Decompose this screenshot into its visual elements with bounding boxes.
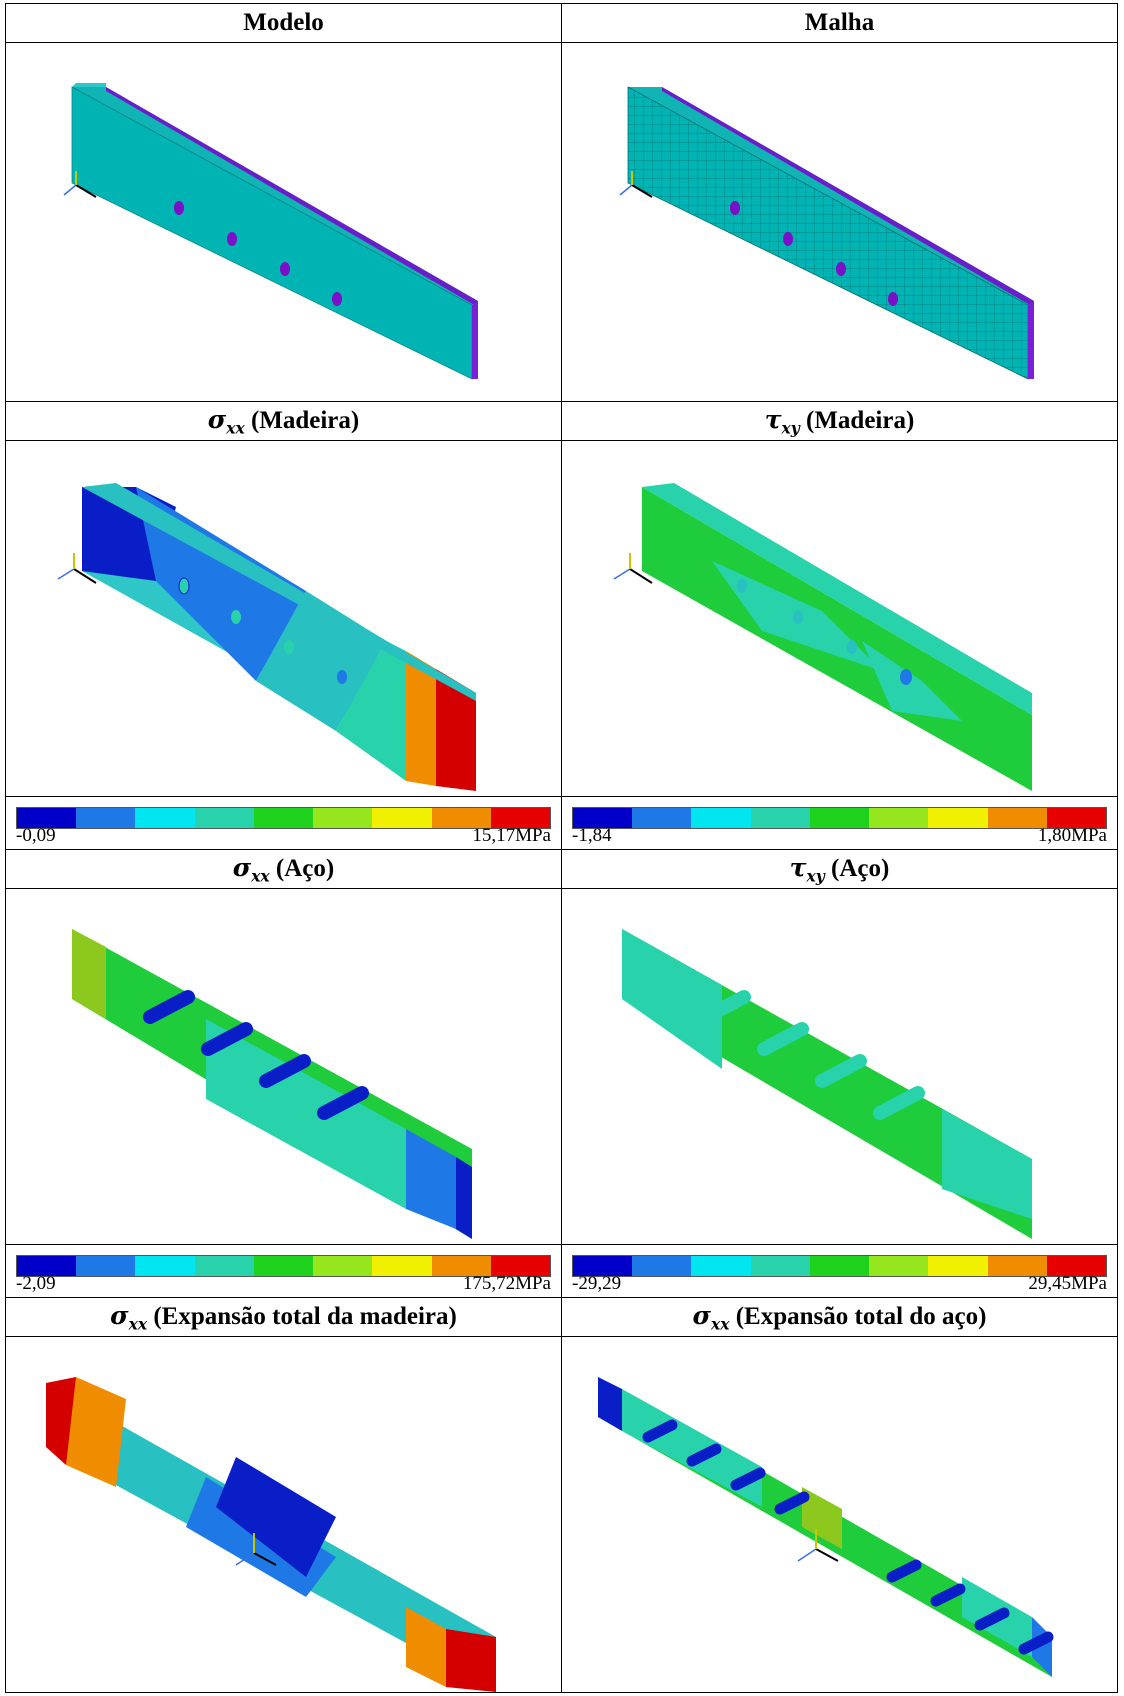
sxx-aco-image-cell	[5, 888, 562, 1245]
colorbar-segment	[313, 808, 373, 828]
legend-min: -29,29	[572, 1273, 622, 1294]
colorbar-segment	[490, 1256, 550, 1276]
header-txy-aco: τxy (Aço)	[561, 849, 1118, 889]
steel-bars	[143, 990, 369, 1120]
sxx-exp-aco-render	[598, 1377, 1054, 1677]
header-modelo: Modelo	[5, 3, 562, 43]
colorbar-segment	[135, 1256, 195, 1276]
colorbar-segment	[750, 1256, 810, 1276]
legend-max: 1,80MPa	[1037, 825, 1107, 846]
colorbar-segment	[17, 1256, 77, 1276]
colorbar-segment	[372, 808, 432, 828]
axis-triad-icon	[797, 1529, 839, 1562]
legend-max: 15,17MPa	[472, 825, 551, 846]
mesh-render	[619, 86, 1034, 380]
legend-max: 175,72MPa	[462, 1273, 551, 1294]
colorbar-segment	[313, 1256, 373, 1276]
sxx-aco-render	[72, 929, 472, 1239]
sxx-exp-aco-image-cell	[561, 1336, 1118, 1693]
axis-triad-icon	[235, 1533, 277, 1566]
colorbar-segment	[691, 808, 751, 828]
colorbar-segment	[691, 1256, 751, 1276]
colorbar-segment	[928, 808, 988, 828]
legend-sxx-aco: -2,09 175,72MPa	[5, 1244, 562, 1298]
colorbar-segment	[987, 808, 1047, 828]
mesh-image-cell	[561, 42, 1118, 402]
sxx-exp-madeira-image-cell	[5, 1336, 562, 1693]
colorbar-segment	[194, 1256, 254, 1276]
colorbar-segment	[490, 808, 550, 828]
axis-triad-icon	[619, 171, 653, 198]
colorbar-segment	[750, 808, 810, 828]
header-sxx-aco: σxx (Aço)	[5, 849, 562, 889]
header-txy-madeira: τxy (Madeira)	[561, 401, 1118, 441]
colorbar-segment	[431, 1256, 491, 1276]
colorbar-segment	[809, 808, 870, 828]
colorbar-segment	[135, 808, 195, 828]
legend-min: -1,84	[572, 825, 612, 846]
colorbar-segment	[253, 808, 314, 828]
axis-triad-icon	[613, 553, 653, 584]
colorbar-segment	[869, 1256, 929, 1276]
steel-bars	[699, 990, 925, 1120]
sxx-madeira-render	[57, 483, 476, 791]
txy-aco-render	[622, 929, 1032, 1239]
colorbar	[572, 1255, 1107, 1277]
steel-bars	[642, 1419, 1054, 1655]
txy-madeira-render	[613, 483, 1032, 791]
colorbar-segment	[17, 808, 77, 828]
colorbar-segment	[76, 1256, 136, 1276]
sxx-exp-madeira-render	[46, 1377, 496, 1692]
header-sxx-madeira: σxx (Madeira)	[5, 401, 562, 441]
colorbar-segment	[928, 1256, 988, 1276]
colorbar-segment	[76, 808, 136, 828]
header-sxx-expansao-madeira: σxx (Expansão total da madeira)	[5, 1297, 562, 1337]
colorbar-segment	[632, 808, 692, 828]
colorbar-segment	[573, 1256, 633, 1276]
colorbar-segment	[1046, 808, 1106, 828]
colorbar-segment	[372, 1256, 432, 1276]
header-sxx-expansao-aco: σxx (Expansão total do aço)	[561, 1297, 1118, 1337]
legend-txy-aco: -29,29 29,45MPa	[561, 1244, 1118, 1298]
results-figure-table: Modelo Malha	[5, 3, 1118, 1693]
legend-txy-madeira: -1,84 1,80MPa	[561, 796, 1118, 850]
model-render	[63, 83, 478, 380]
colorbar-segment	[431, 808, 491, 828]
header-malha: Malha	[561, 3, 1118, 43]
legend-min: -0,09	[16, 825, 56, 846]
colorbar-segment	[194, 808, 254, 828]
legend-min: -2,09	[16, 1273, 56, 1294]
txy-aco-image-cell	[561, 888, 1118, 1245]
colorbar-segment	[987, 1256, 1047, 1276]
colorbar	[16, 1255, 551, 1277]
txy-madeira-image-cell	[561, 440, 1118, 797]
legend-max: 29,45MPa	[1028, 1273, 1107, 1294]
colorbar-segment	[632, 1256, 692, 1276]
colorbar	[16, 807, 551, 829]
axis-triad-icon	[63, 171, 97, 198]
model-image-cell	[5, 42, 562, 402]
sxx-madeira-image-cell	[5, 440, 562, 797]
axis-triad-icon	[57, 553, 97, 584]
colorbar-segment	[809, 1256, 870, 1276]
colorbar-segment	[573, 808, 633, 828]
colorbar	[572, 807, 1107, 829]
colorbar-segment	[253, 1256, 314, 1276]
colorbar-segment	[1046, 1256, 1106, 1276]
colorbar-segment	[869, 808, 929, 828]
legend-sxx-madeira: -0,09 15,17MPa	[5, 796, 562, 850]
